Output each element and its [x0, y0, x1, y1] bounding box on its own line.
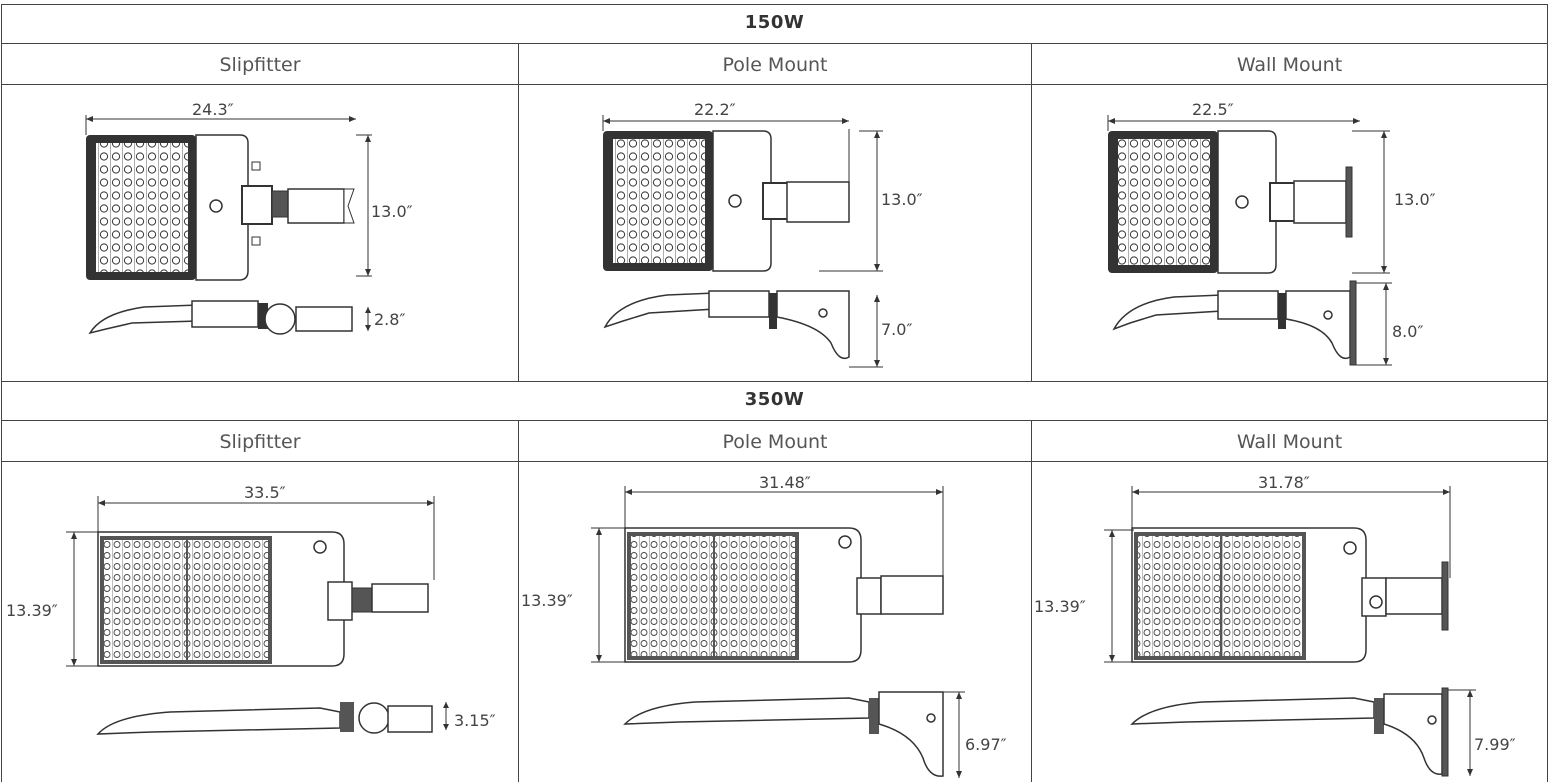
grid-line [1547, 4, 1548, 782]
driver-housing [712, 130, 772, 272]
side-view [623, 697, 870, 725]
drawing-150w-pole-mount: 22.2″ 13.0″ 7.0″ [519, 85, 1031, 381]
column-header-wall-mount: Wall Mount [1236, 54, 1343, 76]
grid-line [518, 420, 519, 782]
width-label: 33.5″ [244, 483, 286, 502]
grid-line [1, 4, 2, 782]
column-header-wall-mount: Wall Mount [1236, 431, 1343, 453]
column-header-pole-mount: Pole Mount [722, 54, 828, 76]
grid-line [1, 420, 1547, 421]
grid-line [518, 43, 519, 381]
width-label: 24.3″ [192, 100, 234, 119]
side-view [88, 304, 199, 335]
height-label: 13.0″ [881, 190, 923, 209]
drawing-350w-slipfitter: 33.5″ 13.39″ 3.15″ [2, 462, 518, 782]
drawing-150w-slipfitter: 24.3″ 13.0″ 2 [2, 85, 518, 381]
grid-line [1, 461, 1547, 462]
height-label: 13.39″ [521, 591, 573, 610]
side-height-label: 2.8″ [374, 310, 405, 329]
side-height-label: 8.0″ [1392, 322, 1423, 341]
grid-line [1, 381, 1547, 382]
height-label: 13.0″ [1394, 190, 1436, 209]
drawing-150w-wall-mount: 22.5″ 13.0″ 8.0″ [1032, 85, 1547, 381]
width-label: 22.2″ [694, 100, 736, 119]
width-label: 22.5″ [1192, 100, 1234, 119]
drawing-350w-pole-mount: 31.48″ 13.39″ 6.97″ [519, 462, 1031, 782]
grid-line [1, 84, 1547, 85]
grid-line [1, 43, 1547, 44]
grid-line [1, 4, 1547, 5]
height-label: 13.39″ [6, 601, 58, 620]
width-label: 31.78″ [1258, 473, 1310, 492]
side-view [1112, 294, 1223, 331]
drawing-350w-wall-mount: 31.78″ 13.39″ 7.99″ [1032, 462, 1547, 782]
side-height-label: 7.0″ [881, 320, 912, 339]
side-view [1130, 697, 1375, 725]
grid-line [1031, 420, 1032, 782]
side-height-label: 3.15″ [454, 711, 496, 730]
side-view [603, 292, 716, 329]
width-label: 31.48″ [759, 473, 811, 492]
column-header-slipfitter: Slipfitter [219, 431, 301, 453]
section-title-350w: 350W [744, 389, 805, 410]
section-title-150w: 150W [744, 12, 805, 33]
side-view [96, 707, 341, 735]
grid-line [1031, 43, 1032, 381]
column-header-pole-mount: Pole Mount [722, 431, 828, 453]
height-label: 13.0″ [371, 202, 413, 221]
column-header-slipfitter: Slipfitter [219, 54, 301, 76]
side-height-label: 7.99″ [1474, 735, 1516, 754]
height-label: 13.39″ [1034, 597, 1086, 616]
side-height-label: 6.97″ [965, 735, 1007, 754]
